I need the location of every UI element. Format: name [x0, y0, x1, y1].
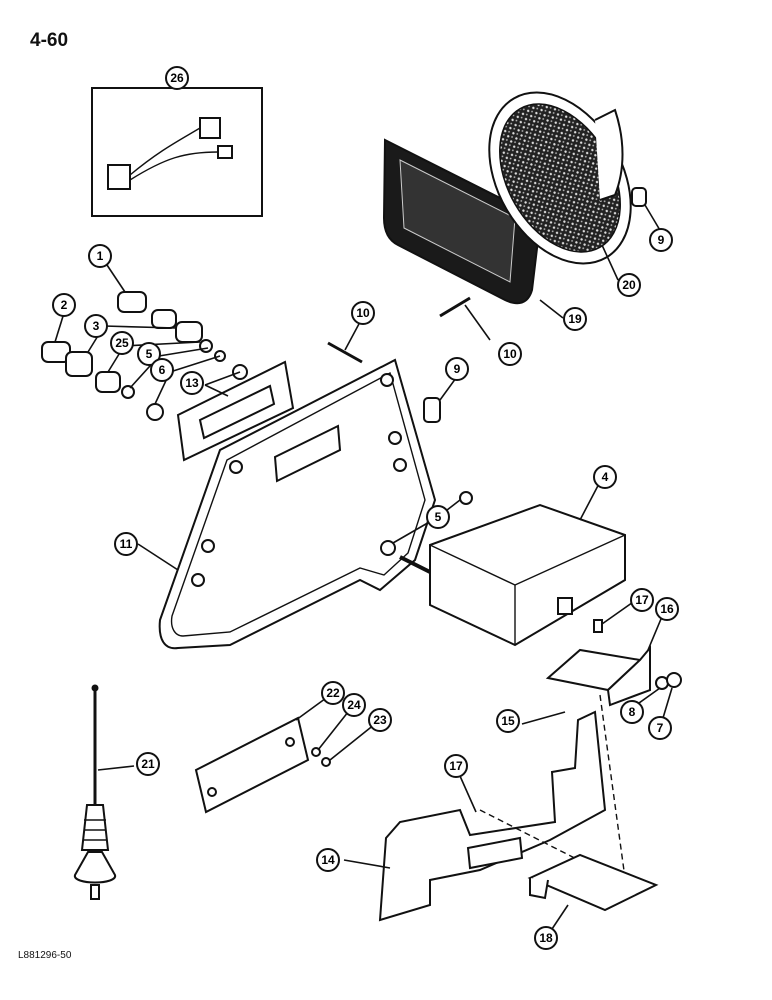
- callout-9-middle: 9: [445, 357, 469, 381]
- svg-text:8: 8: [629, 705, 636, 719]
- callout-24: 24: [342, 693, 366, 717]
- svg-text:17: 17: [635, 593, 649, 607]
- callout-17-upper: 17: [630, 588, 654, 612]
- callout-20: 20: [617, 273, 641, 297]
- svg-text:3: 3: [93, 319, 100, 333]
- svg-text:26: 26: [170, 71, 184, 85]
- cover-plate: [194, 716, 331, 814]
- svg-text:21: 21: [141, 757, 155, 771]
- callout-15: 15: [496, 709, 520, 733]
- figure-code: L881296-50: [18, 950, 72, 961]
- callout-10-upper: 10: [351, 301, 375, 325]
- svg-text:9: 9: [454, 362, 461, 376]
- svg-text:5: 5: [146, 347, 153, 361]
- mounting-panel: [158, 358, 437, 650]
- mounting-bracket-14: [378, 694, 626, 922]
- standoff-9: [423, 397, 441, 423]
- page-number: 4-60: [30, 30, 69, 51]
- svg-text:10: 10: [503, 347, 517, 361]
- bezel-plate: [176, 360, 295, 462]
- callout-4: 4: [593, 465, 617, 489]
- knob-parts: [41, 291, 248, 421]
- callout-26: 26: [165, 66, 189, 90]
- svg-text:14: 14: [321, 853, 335, 867]
- callout-13: 13: [180, 371, 204, 395]
- svg-text:4: 4: [602, 470, 609, 484]
- svg-text:15: 15: [501, 714, 515, 728]
- svg-text:25: 25: [115, 336, 129, 350]
- callout-16: 16: [655, 597, 679, 621]
- callout-2: 2: [52, 293, 76, 317]
- svg-text:2: 2: [61, 298, 68, 312]
- callout-9-upper: 9: [649, 228, 673, 252]
- antenna: [74, 684, 116, 900]
- callout-25: 25: [110, 331, 134, 355]
- svg-text:6: 6: [159, 363, 166, 377]
- svg-text:10: 10: [356, 306, 370, 320]
- svg-text:22: 22: [326, 686, 340, 700]
- svg-text:16: 16: [660, 602, 674, 616]
- callout-5-lower: 5: [426, 505, 450, 529]
- callout-5: 5: [137, 342, 161, 366]
- callout-3: 3: [84, 314, 108, 338]
- svg-text:13: 13: [185, 376, 199, 390]
- svg-text:11: 11: [120, 537, 133, 551]
- wiring-harness-box: [91, 87, 263, 217]
- svg-text:23: 23: [373, 713, 387, 727]
- callout-17-lower: 17: [444, 754, 468, 778]
- bracket-18: [527, 853, 659, 912]
- svg-text:1: 1: [97, 249, 104, 263]
- radio-unit: [380, 491, 626, 647]
- callout-8: 8: [620, 700, 644, 724]
- callout-1: 1: [88, 244, 112, 268]
- svg-text:5: 5: [435, 510, 442, 524]
- callout-22: 22: [321, 681, 345, 705]
- callout-11: 11: [114, 532, 138, 556]
- callout-10-lower: 10: [498, 342, 522, 366]
- svg-text:17: 17: [449, 759, 463, 773]
- callout-6: 6: [150, 358, 174, 382]
- speaker: [488, 91, 647, 265]
- svg-text:18: 18: [539, 931, 553, 945]
- svg-text:20: 20: [622, 278, 636, 292]
- screw-10-upper: [327, 341, 363, 364]
- callout-18: 18: [534, 926, 558, 950]
- callout-14: 14: [316, 848, 340, 872]
- svg-text:7: 7: [657, 721, 664, 735]
- svg-text:24: 24: [347, 698, 361, 712]
- callout-19: 19: [563, 307, 587, 331]
- svg-text:19: 19: [568, 312, 582, 326]
- svg-text:9: 9: [658, 233, 665, 247]
- bracket-16: [545, 619, 682, 707]
- callout-7: 7: [648, 716, 672, 740]
- callout-21: 21: [136, 752, 160, 776]
- callout-23: 23: [368, 708, 392, 732]
- screw-10-lower: [439, 296, 471, 318]
